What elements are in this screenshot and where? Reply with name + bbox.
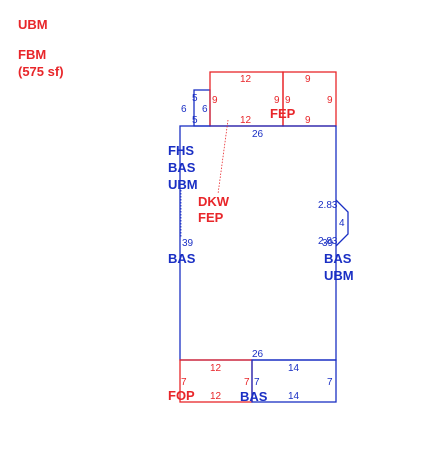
dim-main-left: 39 bbox=[182, 238, 194, 249]
dim-bas-b-right: 7 bbox=[327, 377, 333, 388]
label-bas-main: BAS bbox=[168, 160, 196, 175]
dim-main-top: 26 bbox=[252, 129, 264, 140]
label-ubm-main: UBM bbox=[168, 177, 198, 192]
dim-fop-left: 7 bbox=[181, 377, 187, 388]
dim-bay-upper: 2.83 bbox=[318, 200, 338, 211]
dim-fep-b-left: 9 bbox=[285, 95, 291, 106]
dim-fop-bottom: 12 bbox=[210, 391, 222, 402]
label-ubm-right: UBM bbox=[324, 268, 354, 283]
label-fhs: FHS bbox=[168, 143, 194, 158]
dim-small-right: 6 bbox=[202, 104, 208, 115]
dim-bas-b-top: 14 bbox=[288, 363, 300, 374]
label-bas-right: BAS bbox=[324, 251, 352, 266]
dim-fep-a-bottom: 12 bbox=[240, 115, 252, 126]
dim-fop-right: 7 bbox=[244, 377, 250, 388]
dim-fep-b-right: 9 bbox=[327, 95, 333, 106]
dim-small-top: 5 bbox=[192, 93, 198, 104]
label-bas-left: BAS bbox=[168, 251, 196, 266]
dim-bas-b-bottom: 14 bbox=[288, 391, 300, 402]
legend-ubm: UBM bbox=[18, 17, 48, 32]
dkw-leader-line bbox=[217, 119, 229, 195]
dim-small-left: 6 bbox=[181, 104, 187, 115]
bay-window bbox=[335, 199, 349, 247]
label-bas-bottom: BAS bbox=[240, 389, 268, 404]
main-bas-rect bbox=[179, 125, 337, 361]
dim-main-bottom: 26 bbox=[252, 349, 264, 360]
legend-fbm: FBM bbox=[18, 47, 46, 62]
label-fep-dkw: FEP bbox=[198, 210, 224, 225]
dim-fep-b-top: 9 bbox=[305, 74, 311, 85]
dim-fop-top: 12 bbox=[210, 363, 222, 374]
dim-fep-a-top: 12 bbox=[240, 74, 252, 85]
dim-fep-a-right: 9 bbox=[274, 95, 280, 106]
label-fop: FOP bbox=[168, 388, 195, 403]
dim-fep-b-bottom: 9 bbox=[305, 115, 311, 126]
legend-fbm-area: (575 sf) bbox=[18, 64, 64, 79]
dim-bay-lower: 2.83 bbox=[318, 236, 338, 247]
dim-main-right: 39 bbox=[322, 238, 334, 249]
dim-small-bottom: 5 bbox=[192, 115, 198, 126]
bottom-bas-rect bbox=[251, 359, 337, 403]
dim-bas-b-left: 7 bbox=[254, 377, 260, 388]
dim-bay-side: 4 bbox=[339, 218, 345, 229]
dim-fep-a-left: 9 bbox=[212, 95, 218, 106]
label-dkw: DKW bbox=[198, 194, 230, 209]
label-fep-top: FEP bbox=[270, 106, 296, 121]
